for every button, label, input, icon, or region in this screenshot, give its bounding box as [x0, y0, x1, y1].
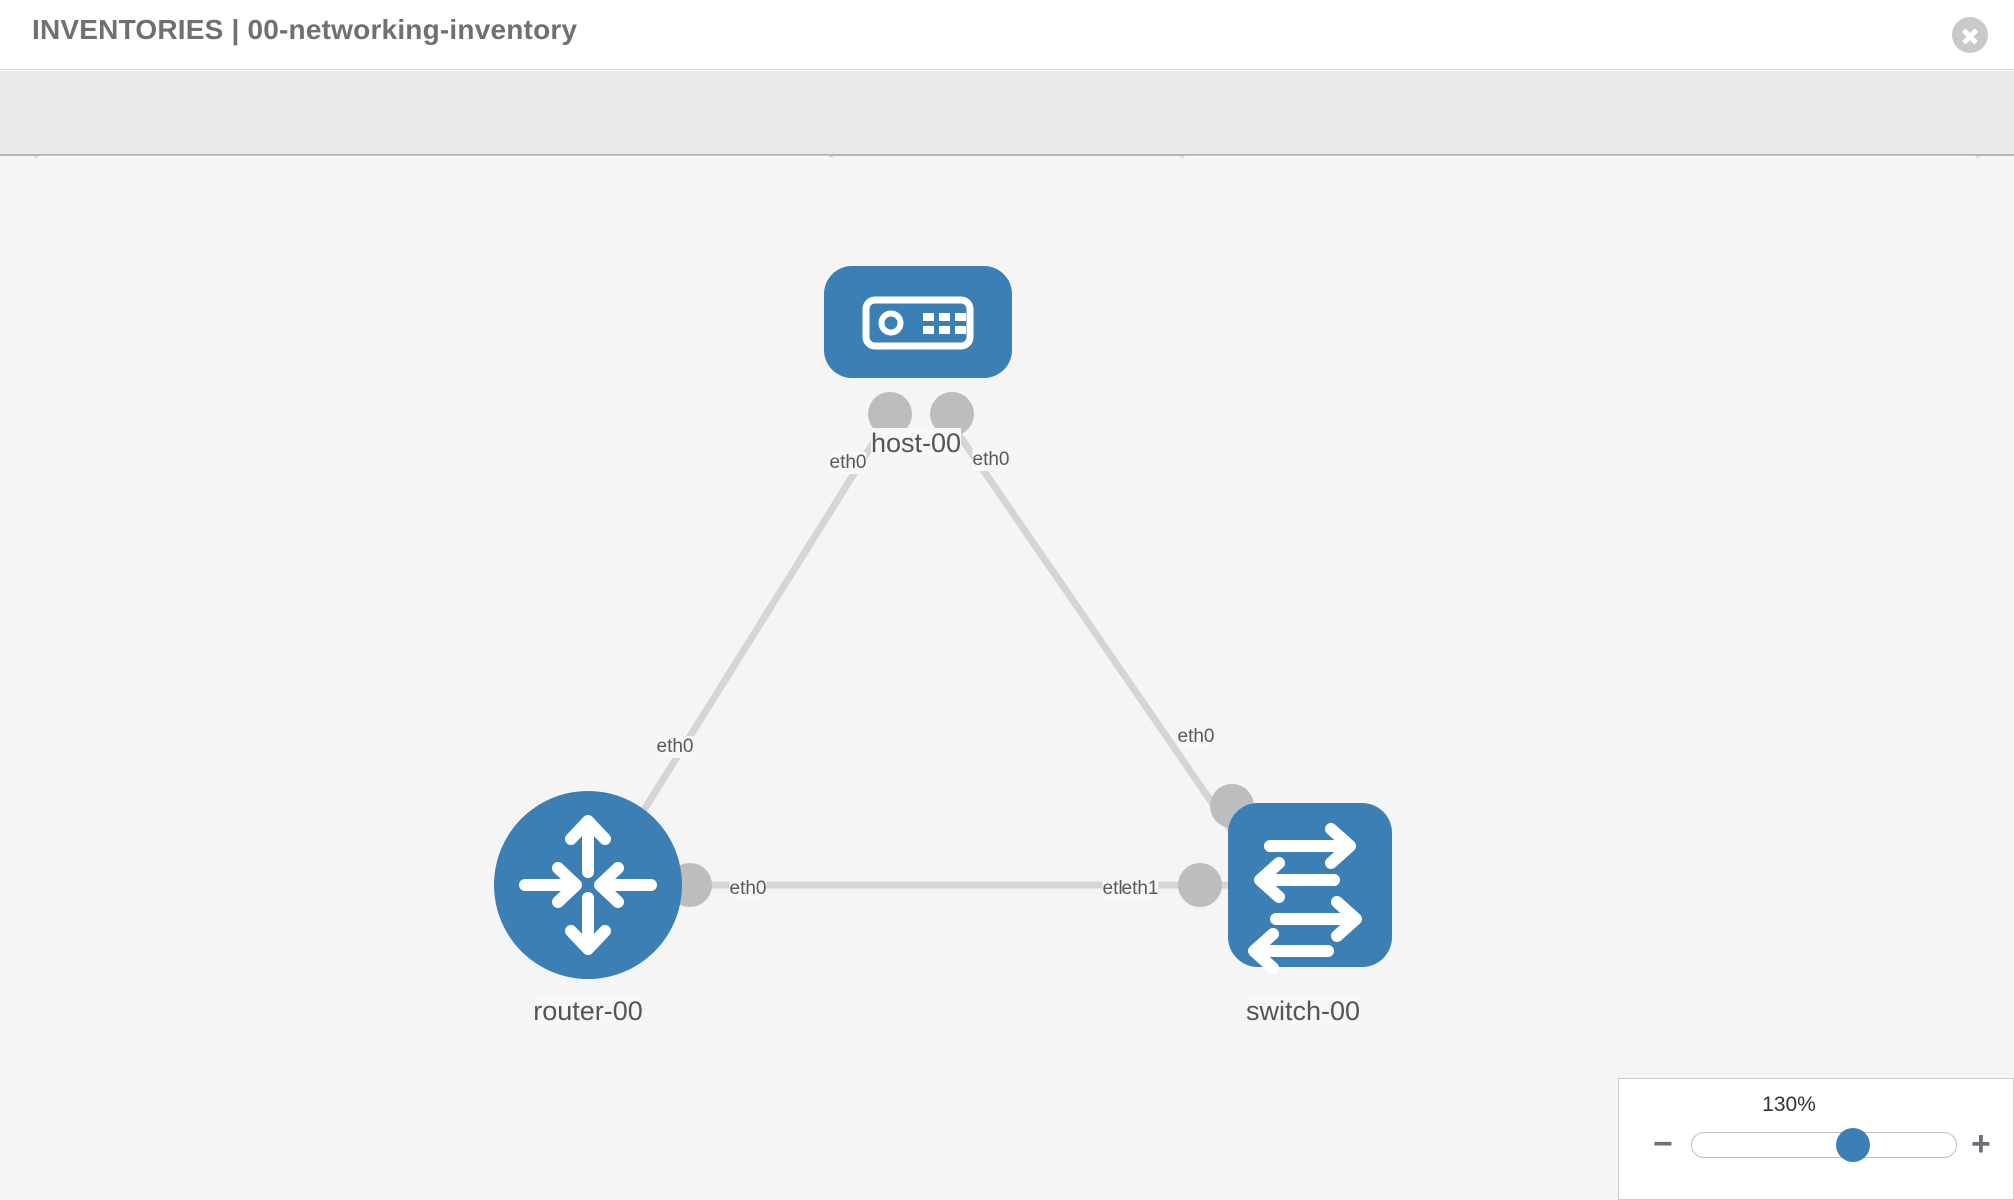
- connector-host-right[interactable]: [930, 392, 974, 436]
- node-host-00[interactable]: [824, 266, 1012, 378]
- server-icon: [862, 296, 974, 350]
- edge-label-host-switch-target: eth0: [1177, 726, 1215, 748]
- zoom-in-button[interactable]: +: [1971, 1125, 1991, 1163]
- edge-label-host-router-target: eth0: [656, 736, 694, 758]
- edge-label-router-switch-source: eth0: [729, 878, 767, 900]
- close-icon[interactable]: [1952, 17, 1988, 53]
- link-host-router[interactable]: [611, 414, 893, 860]
- node-label-host-00: host-00: [870, 428, 962, 459]
- zoom-control-panel: 130% − +: [1618, 1078, 2014, 1200]
- link-host-switch[interactable]: [943, 414, 1253, 860]
- edge-label-host-switch-source: eth0: [972, 449, 1010, 471]
- host-node-shape[interactable]: [824, 266, 1012, 378]
- connector-group: [668, 392, 1254, 907]
- toolbar: ACTIONS SEARCH: [0, 71, 2014, 209]
- zoom-slider-thumb[interactable]: [1835, 1128, 1870, 1162]
- edge-label-host-router-source: eth0: [829, 452, 867, 474]
- zoom-slider-track[interactable]: [1691, 1128, 1957, 1162]
- connector-host-left[interactable]: [868, 392, 912, 436]
- link-group: [611, 414, 1253, 889]
- node-switch-00[interactable]: [1228, 803, 1392, 974]
- zoom-level-value: 130%: [1762, 1093, 1816, 1116]
- zoom-out-button[interactable]: −: [1653, 1125, 1673, 1163]
- page-title: INVENTORIES | 00-networking-inventory: [32, 14, 578, 45]
- router-node-shape[interactable]: [494, 791, 682, 979]
- topology-graph: [494, 266, 1392, 979]
- router-arrows-icon: [519, 815, 657, 955]
- topology-canvas[interactable]: host-00 router-00 switch-00 eth0 eth0 et…: [0, 158, 2014, 1200]
- title-bar: INVENTORIES | 00-networking-inventory: [0, 0, 2014, 70]
- node-label-switch-00: switch-00: [1245, 996, 1361, 1027]
- node-router-00[interactable]: [494, 791, 682, 979]
- switch-arrows-icon: [1248, 823, 1362, 974]
- connector-switch-west[interactable]: [1178, 863, 1222, 907]
- node-label-router-00: router-00: [533, 996, 643, 1027]
- edge-label-router-switch-target-b: eth1: [1121, 878, 1159, 900]
